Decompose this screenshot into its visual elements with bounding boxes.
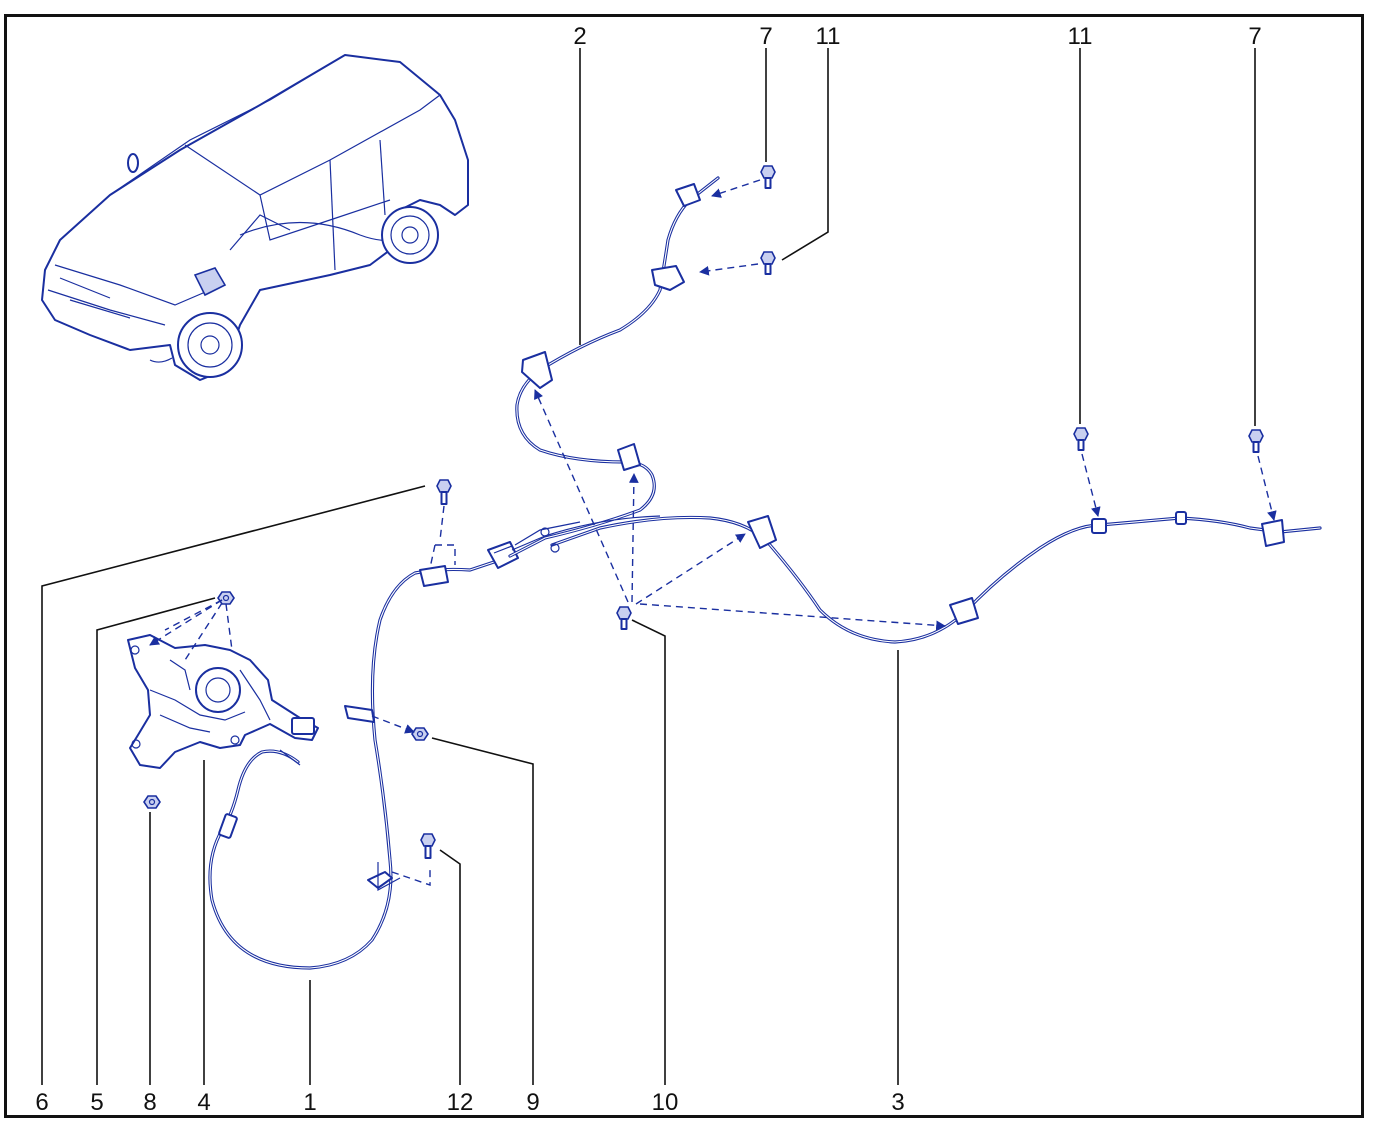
callout-3: 3 xyxy=(891,1089,904,1116)
bolt-icon xyxy=(711,165,776,198)
callout-4: 4 xyxy=(197,1089,210,1116)
callout-11-right: 11 xyxy=(1068,23,1093,50)
callout-6: 6 xyxy=(35,1089,48,1116)
callout-7-top: 7 xyxy=(759,23,772,50)
bolt-icon xyxy=(420,833,436,859)
callout-11-top: 11 xyxy=(816,23,841,50)
callout-8: 8 xyxy=(143,1089,156,1116)
bracket-icon xyxy=(367,862,431,892)
bolt-icon xyxy=(699,251,776,276)
cable-icon xyxy=(550,511,1322,644)
bolt-icon xyxy=(436,479,452,541)
callout-7-right: 7 xyxy=(1248,23,1261,50)
callout-12: 12 xyxy=(447,1089,474,1116)
bolt-icon xyxy=(1073,427,1101,517)
pedal-assembly-icon xyxy=(127,634,319,769)
callout-10: 10 xyxy=(652,1089,679,1116)
callout-1: 1 xyxy=(303,1089,316,1116)
nut-icon xyxy=(143,795,161,809)
vehicle-illustration-icon xyxy=(41,54,469,381)
nut-icon xyxy=(411,727,429,741)
bolt-icon xyxy=(616,606,632,630)
callout-9: 9 xyxy=(526,1089,539,1116)
bracket-icon xyxy=(344,705,415,734)
callout-5: 5 xyxy=(90,1089,103,1116)
cable-icon xyxy=(508,176,720,558)
nut-icon xyxy=(217,591,235,605)
bracket-icon xyxy=(487,541,519,569)
leader-lines xyxy=(41,48,1256,1085)
diagram-frame xyxy=(4,14,1364,1118)
bracket-icon xyxy=(419,544,456,587)
bolt-icon xyxy=(1248,429,1277,521)
cable-icon xyxy=(208,558,502,970)
callout-2: 2 xyxy=(573,23,586,50)
